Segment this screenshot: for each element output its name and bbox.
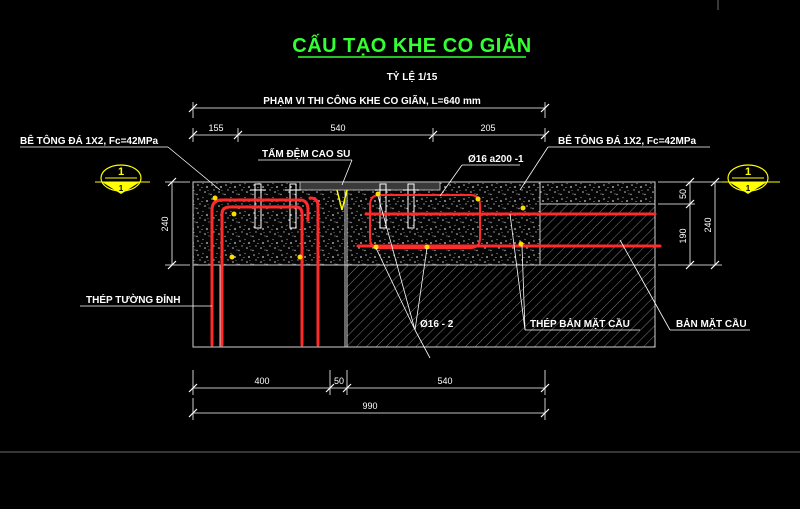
label-stirrup: Ø16 a200 -1 <box>468 154 524 165</box>
top-dim-3: 205 <box>480 123 495 133</box>
left-dimension: 240 <box>160 177 190 270</box>
scale-label: TỶ LỆ 1/15 <box>387 70 438 83</box>
total-dim: 990 <box>362 401 377 411</box>
right-dimensions: 50 190 240 <box>658 177 722 270</box>
label-wall-steel: THÉP TƯỜNG ĐỈNH <box>86 293 180 306</box>
label-bar-small: Ø16 - 2 <box>420 319 454 330</box>
callouts: BÊ TÔNG ĐÁ 1X2, Fc=42MPa BÊ TÔNG ĐÁ 1X2,… <box>20 134 750 359</box>
rebar-group <box>210 194 662 347</box>
label-deck-slab: BẢN MẶT CẦU <box>676 317 747 330</box>
section-mark-left-number: 1 <box>118 166 124 178</box>
section-mark-right-sub: 1 <box>746 184 751 193</box>
top-dim-2: 540 <box>330 123 345 133</box>
right-dim-3: 240 <box>703 217 713 232</box>
deck-slab-hatch <box>347 265 655 347</box>
rubber-plate <box>299 181 441 191</box>
range-label: PHẠM VI THI CÔNG KHE CO GIÃN, L=640 mm <box>263 94 481 107</box>
section-mark-right: 1 1 <box>722 164 780 194</box>
label-deck-steel: THÉP BẢN MẶT CẦU <box>530 317 630 330</box>
bottom-dimensions: 400 50 540 990 <box>188 370 550 420</box>
left-dim-value: 240 <box>160 216 170 231</box>
concrete-left-block <box>193 182 345 265</box>
label-rubber-plate: TẤM ĐỆM CAO SU <box>262 147 350 160</box>
label-concrete-left: BÊ TÔNG ĐÁ 1X2, Fc=42MPa <box>20 134 159 147</box>
top-dim-1: 155 <box>208 123 223 133</box>
bottom-dim-3: 540 <box>437 376 452 386</box>
top-dimensions: 155 540 205 <box>188 123 550 142</box>
section-mark-left-sub: 1 <box>119 184 124 193</box>
drawing-title: CẤU TẠO KHE CO GIÃN <box>292 34 532 57</box>
section-mark-left: 1 1 <box>95 164 150 194</box>
range-dimension: PHẠM VI THI CÔNG KHE CO GIÃN, L=640 mm <box>188 94 550 118</box>
bottom-dim-2: 50 <box>334 376 344 386</box>
label-concrete-right: BÊ TÔNG ĐÁ 1X2, Fc=42MPa <box>558 134 697 147</box>
right-dim-2: 190 <box>678 228 688 243</box>
concrete-right-top <box>540 182 655 204</box>
right-dim-1: 50 <box>678 189 688 199</box>
rubber-seal <box>336 189 348 211</box>
bottom-dim-1: 400 <box>254 376 269 386</box>
section-mark-right-number: 1 <box>745 166 751 178</box>
bar-dots <box>212 191 526 260</box>
